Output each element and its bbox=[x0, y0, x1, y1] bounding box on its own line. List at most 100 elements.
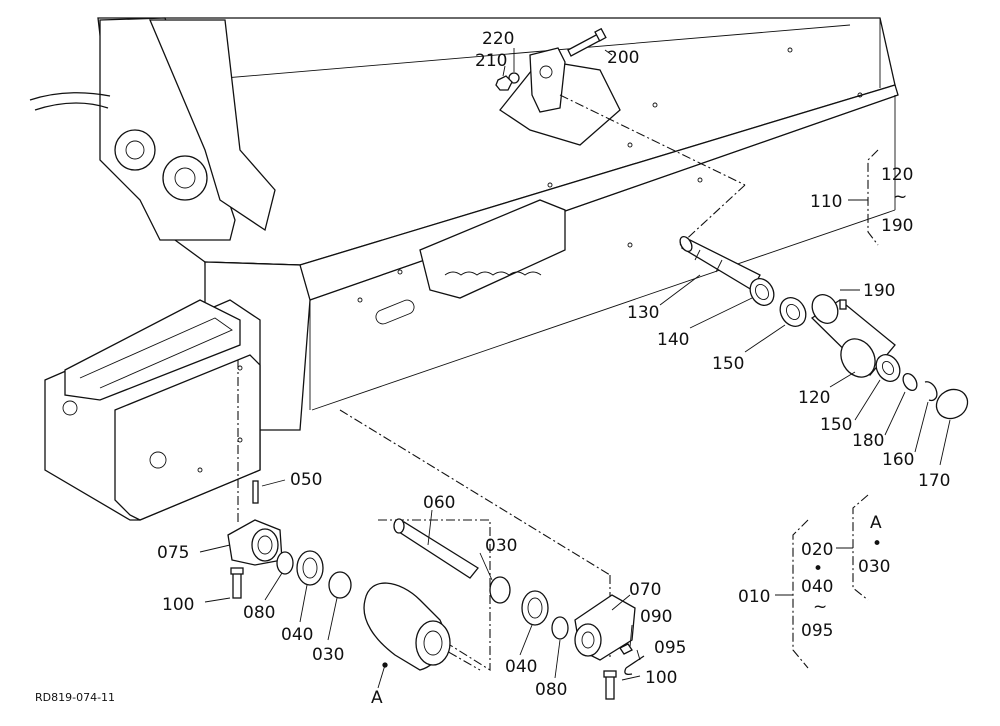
shaft-step-1 bbox=[694, 249, 701, 261]
beam-lower-edge bbox=[311, 209, 896, 411]
label-ref-a: A bbox=[371, 688, 383, 708]
label-110-to: 190 bbox=[881, 216, 913, 236]
label-190: 190 bbox=[863, 281, 895, 301]
label-040-right: 040 bbox=[505, 657, 537, 677]
track-roller-face bbox=[415, 620, 451, 666]
shaft-step-2 bbox=[715, 259, 723, 273]
label-180: 180 bbox=[852, 431, 884, 451]
bracket-075-hole bbox=[257, 535, 273, 555]
label-220: 220 bbox=[482, 29, 514, 49]
label-150-lower: 150 bbox=[820, 415, 852, 435]
idler-shaft-end bbox=[679, 235, 693, 253]
idler-shaft bbox=[680, 239, 761, 291]
axis-roller bbox=[339, 409, 611, 576]
roller-shaft-end bbox=[393, 518, 405, 534]
bracket-070-boss bbox=[574, 623, 602, 657]
bushing-030-left bbox=[328, 571, 352, 599]
bolt-100-right-head bbox=[603, 670, 617, 678]
idler-housing-back bbox=[811, 294, 839, 324]
label-130: 130 bbox=[627, 303, 659, 323]
roller-shaft-060 bbox=[394, 521, 479, 579]
track-roller-assembly bbox=[227, 480, 645, 700]
seal-140 bbox=[749, 278, 775, 306]
label-070: 070 bbox=[629, 580, 661, 600]
bearing-150-upper bbox=[779, 297, 807, 327]
nut-210 bbox=[495, 75, 513, 91]
drawing-code: RD819-074-11 bbox=[35, 691, 115, 704]
hose-line-2 bbox=[34, 102, 109, 111]
label-010-line3: 095 bbox=[801, 621, 833, 641]
bracket-070-hole bbox=[581, 631, 595, 649]
label-140: 140 bbox=[657, 330, 689, 350]
label-160: 160 bbox=[882, 450, 914, 470]
bushing-030-right bbox=[489, 576, 511, 604]
label-110-sep: ~ bbox=[893, 187, 907, 207]
washer-220 bbox=[508, 72, 520, 84]
bolt-100-left-head bbox=[230, 567, 244, 575]
track-frame bbox=[29, 17, 899, 521]
label-040-left: 040 bbox=[281, 625, 313, 645]
label-075: 075 bbox=[157, 543, 189, 563]
group-brackets bbox=[775, 149, 879, 669]
bracket-110 bbox=[867, 149, 879, 246]
seal-140-inner bbox=[754, 284, 770, 300]
label-210: 210 bbox=[475, 51, 507, 71]
label-090: 090 bbox=[640, 607, 672, 627]
o-ring-080-left bbox=[276, 551, 294, 575]
step-serration bbox=[444, 271, 542, 276]
o-ring-180 bbox=[902, 372, 918, 392]
axis-upper-2 bbox=[679, 184, 746, 246]
leader-lines bbox=[199, 48, 951, 689]
pivot-hole-2 bbox=[174, 167, 196, 189]
roller-arm-side bbox=[114, 354, 261, 521]
label-060: 060 bbox=[423, 493, 455, 513]
beam-slot bbox=[375, 299, 415, 325]
label-010-line1: 020 bbox=[801, 540, 833, 560]
seal-040-right-inner bbox=[527, 597, 543, 619]
roller-arm-slot bbox=[64, 299, 241, 401]
bolt-100-right bbox=[605, 674, 615, 700]
bracket-hole bbox=[539, 65, 553, 79]
lock-pin-095 bbox=[624, 655, 645, 676]
label-150-upper: 150 bbox=[712, 354, 744, 374]
pivot-boss-1 bbox=[114, 129, 156, 171]
label-080-left: 080 bbox=[243, 603, 275, 623]
label-100-right: 100 bbox=[645, 668, 677, 688]
label-170: 170 bbox=[918, 471, 950, 491]
seal-040-left-inner bbox=[302, 557, 318, 579]
label-030-right: 030 bbox=[485, 536, 517, 556]
slot-inner bbox=[79, 317, 233, 389]
label-010-line2: 040 bbox=[801, 577, 833, 597]
snap-ring-160 bbox=[924, 381, 938, 402]
beam-edge-line bbox=[309, 94, 899, 301]
label-050: 050 bbox=[290, 470, 322, 490]
track-roller-bore bbox=[423, 630, 443, 656]
idler-housing-end bbox=[840, 338, 876, 378]
bearing-150-lower bbox=[875, 354, 901, 382]
bolt-100-left bbox=[232, 571, 242, 599]
frame-step bbox=[419, 199, 566, 299]
bearing-150-upper-inner bbox=[785, 304, 801, 320]
label-080-right: 080 bbox=[535, 680, 567, 700]
arm-hole-right bbox=[149, 451, 167, 469]
part-labels: 210 220 200 110 120 ~ 190 190 130 140 15… bbox=[35, 29, 950, 708]
label-030-left: 030 bbox=[312, 645, 344, 665]
pivot-hole-1 bbox=[125, 140, 145, 160]
label-110-from: 120 bbox=[881, 165, 913, 185]
grease-nipple bbox=[839, 299, 847, 310]
bracket-075-boss bbox=[251, 528, 279, 562]
label-120: 120 bbox=[798, 388, 830, 408]
axis-upper bbox=[559, 94, 746, 186]
idler-assembly bbox=[495, 27, 969, 420]
label-010-dot: • bbox=[813, 559, 823, 579]
arm-hole-left bbox=[62, 400, 78, 416]
label-sub-head: A bbox=[870, 513, 882, 533]
label-sub-tail: 030 bbox=[858, 557, 890, 577]
bolt-bracket-ear bbox=[529, 47, 566, 113]
bearing-150-lower-inner bbox=[881, 360, 895, 376]
o-ring-080-right bbox=[551, 616, 569, 640]
label-110: 110 bbox=[810, 192, 842, 212]
bolt-200-head bbox=[594, 27, 607, 42]
label-100-left: 100 bbox=[162, 595, 194, 615]
